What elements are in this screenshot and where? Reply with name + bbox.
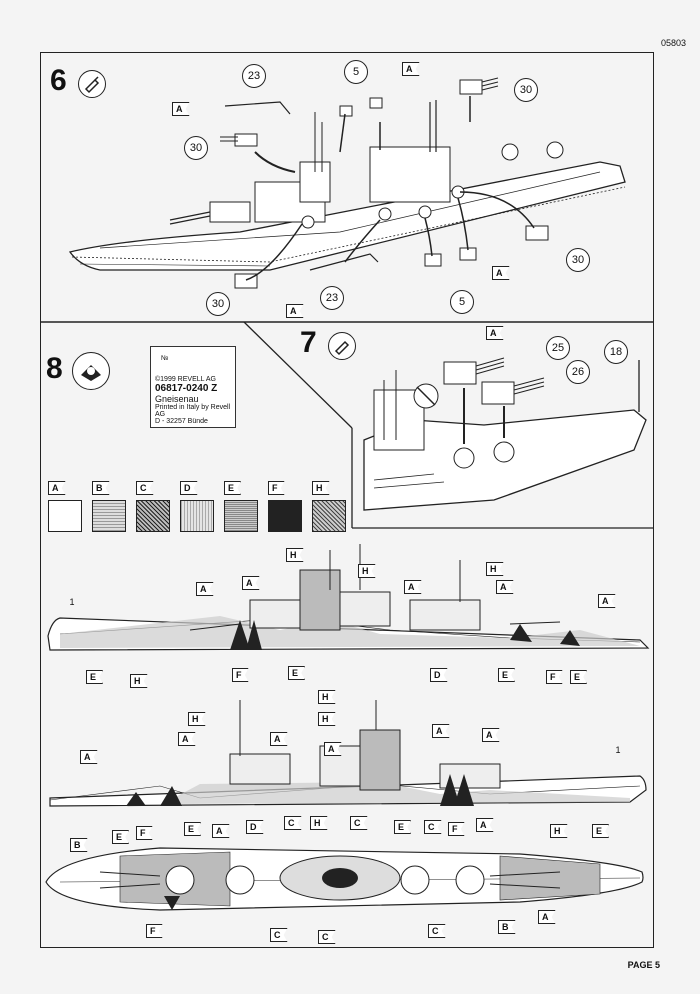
swatch-h-flag: H	[312, 481, 330, 495]
ship-profile-starboard	[47, 544, 650, 651]
swatch-c: C	[136, 478, 170, 532]
paint-flag-a: A	[286, 304, 304, 318]
swatch-f-fill	[268, 500, 302, 532]
callout-1-bow-label: 1	[69, 597, 75, 607]
kit-label: № ©1999 REVELL AG 06817-0240 Z Gneisenau…	[150, 346, 236, 428]
paint-flag-a: A	[178, 732, 196, 746]
paint-flag-e: E	[112, 830, 130, 844]
callout-26: 26	[566, 360, 590, 384]
paint-flag-c: C	[318, 930, 336, 944]
swatch-c-flag: C	[136, 481, 154, 495]
paint-flag-d: D	[430, 668, 448, 682]
paint-flag-e: E	[592, 824, 610, 838]
swatch-e: E	[224, 478, 258, 532]
swatch-a: A	[48, 478, 82, 532]
paint-flag-d: D	[246, 820, 264, 834]
callout-1-bow-label-port: 1	[615, 745, 621, 755]
callout-23-top: 23	[242, 64, 266, 88]
paint-flag-a: A	[404, 580, 422, 594]
ship-profile-port	[49, 700, 647, 807]
paint-flag-c: C	[424, 820, 442, 834]
swatch-f-flag: F	[268, 481, 285, 495]
instruction-frame	[40, 52, 654, 948]
paint-flag-h: H	[318, 690, 336, 704]
callout-5-top: 5	[344, 60, 368, 84]
swatch-d-flag: D	[180, 481, 198, 495]
swatch-h-fill	[312, 500, 346, 532]
label-copyright: ©1999 REVELL AG	[155, 376, 216, 383]
swatch-d-fill	[180, 500, 214, 532]
swatch-e-flag: E	[224, 481, 242, 495]
callout-5-bottom: 5	[450, 290, 474, 314]
callout-30-bottom-left: 30	[206, 292, 230, 316]
glue-tube-icon	[328, 332, 356, 360]
paint-flag-b: B	[70, 838, 88, 852]
label-code: 06817-0240 Z	[155, 383, 218, 394]
page-number: PAGE 5	[627, 960, 660, 970]
swatch-b-flag: B	[92, 481, 110, 495]
ship-top-view	[45, 847, 644, 911]
swatch-c-fill	[136, 500, 170, 532]
callout-18: 18	[604, 340, 628, 364]
paint-icon	[72, 352, 110, 390]
swatch-a-flag: A	[48, 481, 66, 495]
callout-30-left: 30	[184, 136, 208, 160]
swatch-b: B	[92, 478, 126, 532]
paint-flag-e: E	[394, 820, 412, 834]
callout-25: 25	[546, 336, 570, 360]
step-8-number: 8	[46, 352, 63, 385]
step-7-number: 7	[300, 326, 317, 359]
swatch-d: D	[180, 478, 214, 532]
glue-tube-icon	[78, 70, 106, 98]
callout-30-bottom-right: 30	[566, 248, 590, 272]
callout-30-top-right: 30	[514, 78, 538, 102]
document-number: 05803	[660, 38, 686, 48]
label-mark: №	[161, 355, 169, 362]
callout-23-bottom: 23	[320, 286, 344, 310]
step-6-number: 6	[50, 64, 67, 97]
step-7-ship-drawing	[363, 357, 647, 511]
paint-flag-a: A	[486, 326, 504, 340]
step-6-ship-drawing	[68, 77, 626, 289]
label-address: D - 32257 Bünde	[155, 418, 208, 425]
label-printed: Printed in Italy by Revell AG	[155, 404, 231, 418]
swatch-b-fill	[92, 500, 126, 532]
swatch-h: H	[312, 478, 346, 532]
swatch-f: F	[268, 478, 302, 532]
swatch-a-fill	[48, 500, 82, 532]
label-name: Gneisenau	[155, 394, 199, 404]
swatch-e-fill	[224, 500, 258, 532]
